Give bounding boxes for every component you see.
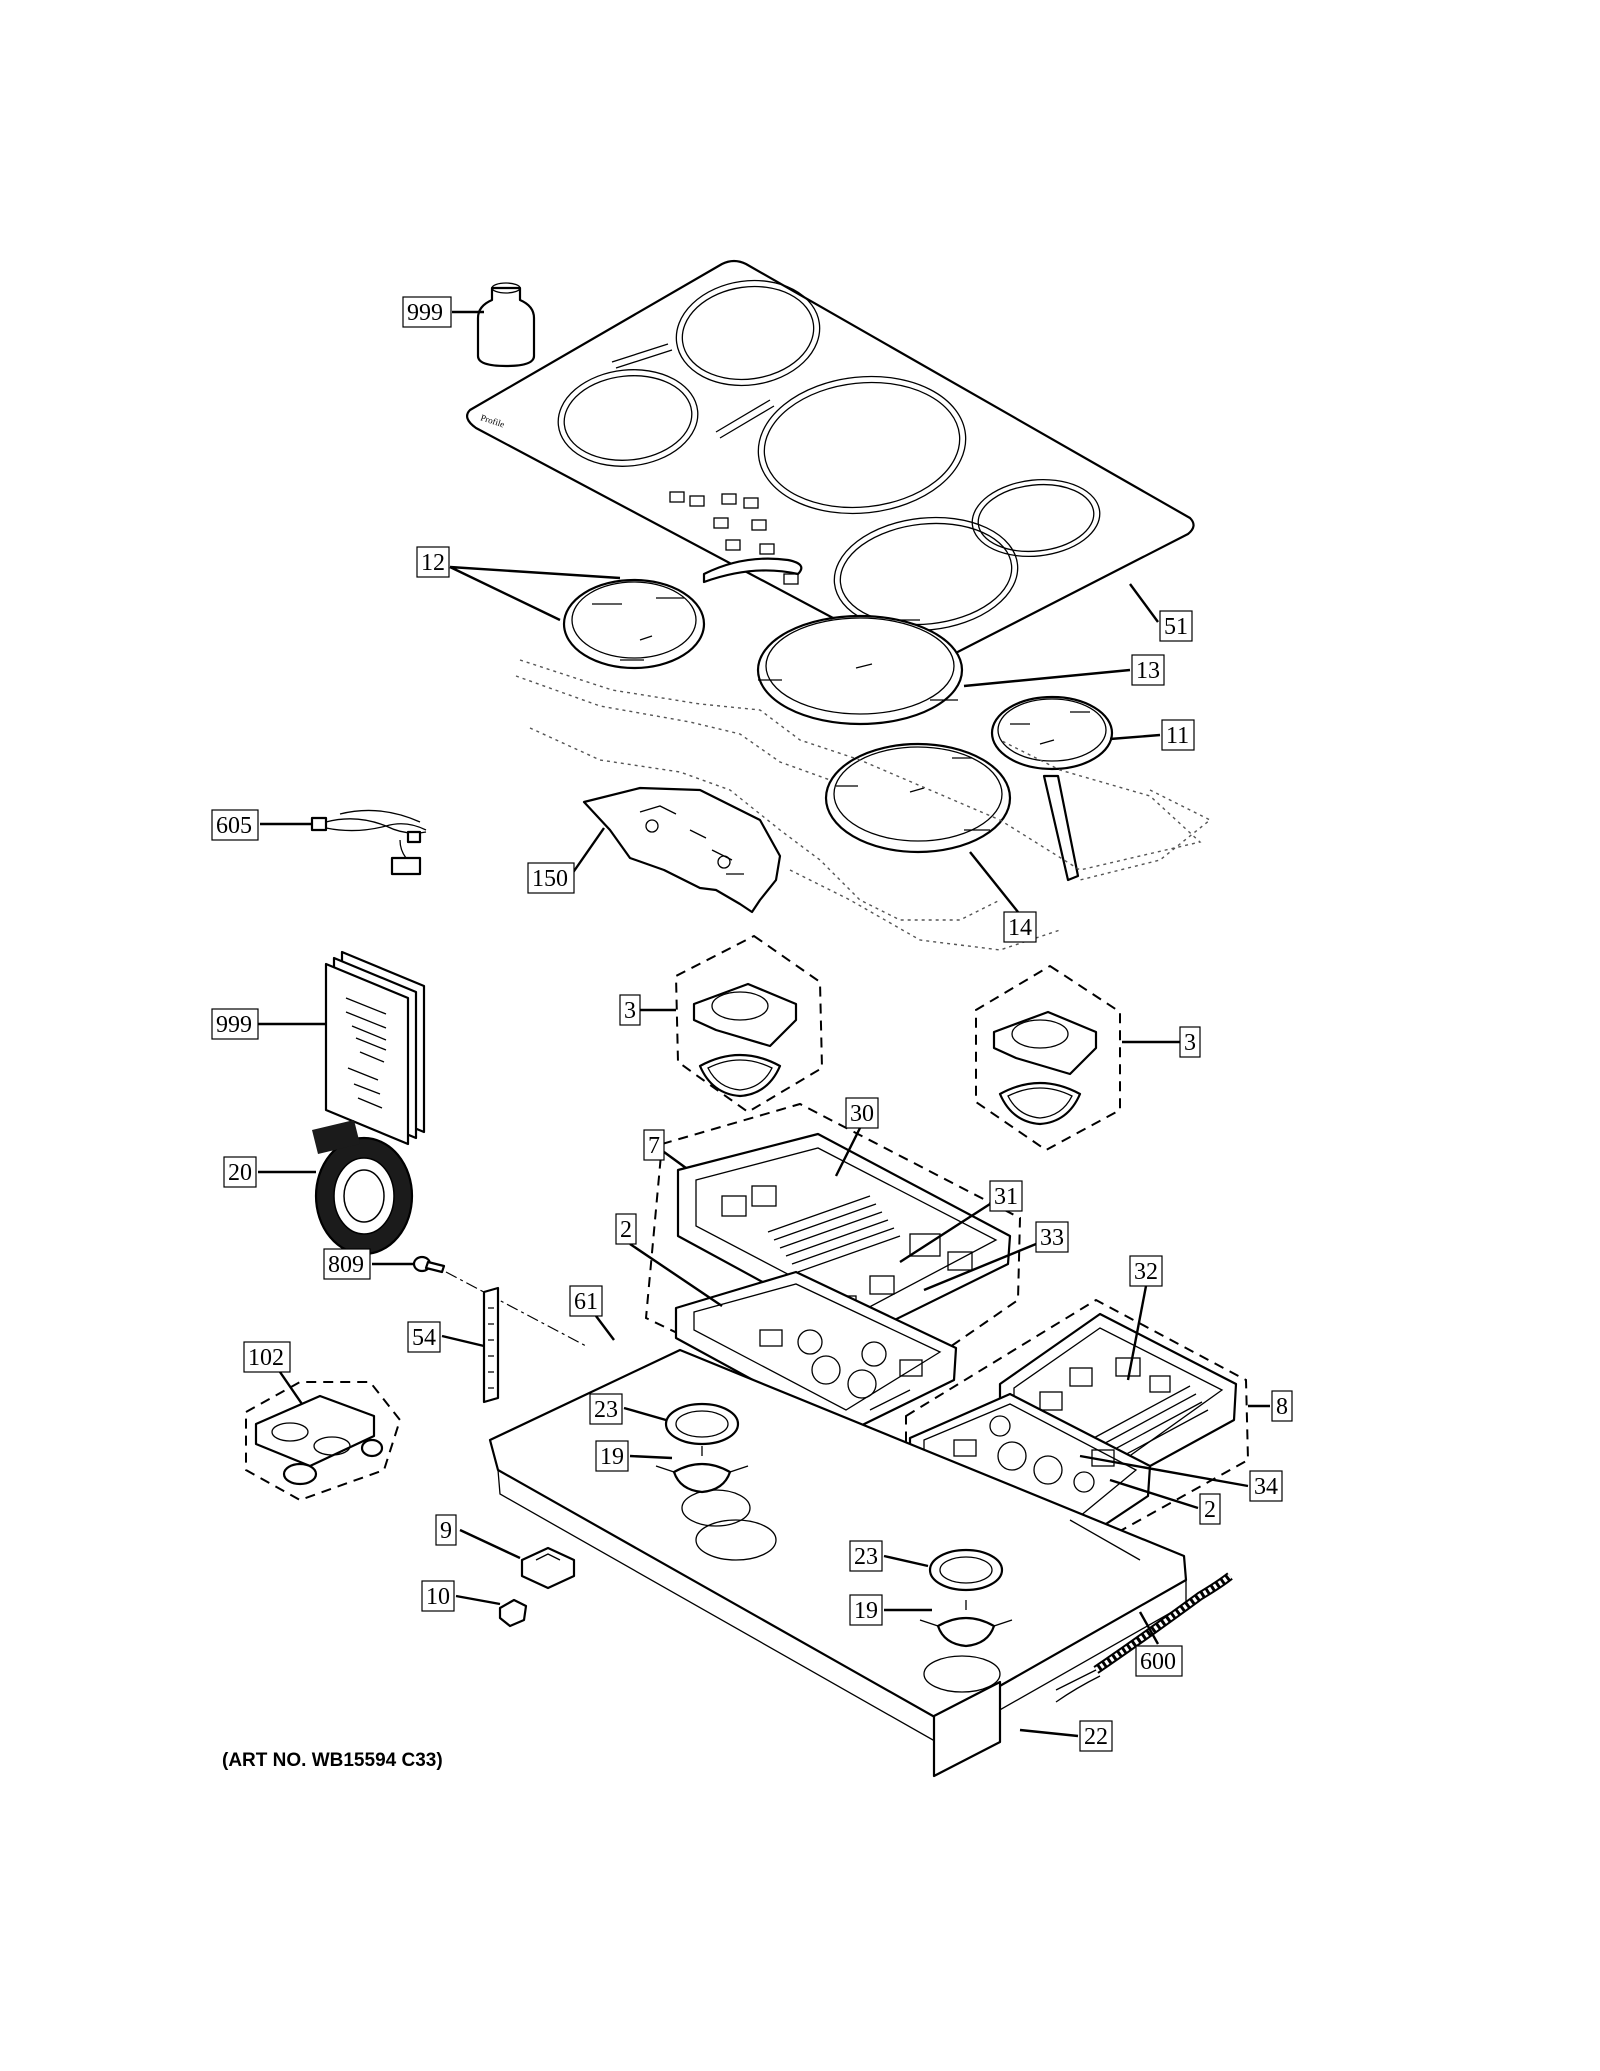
element-assembly-12[interactable] (562, 557, 803, 670)
spider-part-a[interactable] (655, 1446, 749, 1494)
cleaner-bottle-part[interactable] (476, 282, 536, 368)
callout-2-bottom[interactable]: 2 (1199, 1493, 1221, 1525)
svg-text:30: 30 (850, 1101, 874, 1127)
svg-text:999: 999 (216, 1012, 252, 1038)
callout-3-right[interactable]: 3 (1179, 1026, 1201, 1058)
callout-150[interactable]: 150 (527, 862, 575, 894)
gasket-part-a[interactable] (664, 1402, 740, 1446)
callout-12[interactable]: 12 (416, 546, 450, 578)
element-assembly-11[interactable] (990, 695, 1114, 882)
svg-text:809: 809 (328, 1252, 364, 1278)
svg-text:51: 51 (1164, 614, 1188, 640)
callout-809[interactable]: 809 (323, 1248, 371, 1280)
svg-text:3: 3 (1184, 1030, 1196, 1056)
bottom-pan-part[interactable] (488, 1348, 1188, 1745)
callout-23-b[interactable]: 23 (849, 1540, 883, 1572)
callout-34[interactable]: 34 (1249, 1470, 1283, 1502)
svg-text:19: 19 (600, 1444, 624, 1470)
callout-19-b[interactable]: 19 (849, 1594, 883, 1626)
foam-tape-roll-part[interactable] (312, 1120, 414, 1256)
inductor-assembly-left[interactable] (674, 934, 824, 1114)
ground-strap-part[interactable] (482, 1286, 500, 1404)
svg-text:54: 54 (412, 1325, 436, 1351)
svg-text:3: 3 (624, 998, 636, 1024)
callout-8[interactable]: 8 (1271, 1390, 1293, 1422)
svg-text:32: 32 (1134, 1259, 1158, 1285)
svg-text:61: 61 (574, 1289, 598, 1315)
svg-text:9: 9 (440, 1518, 452, 1544)
callout-33[interactable]: 33 (1035, 1221, 1069, 1253)
inductor-assembly-right[interactable] (975, 964, 1121, 1152)
svg-text:2: 2 (1204, 1497, 1216, 1523)
assembly-path-line (445, 1271, 587, 1347)
callout-102[interactable]: 102 (243, 1341, 291, 1373)
screw-part[interactable] (412, 1255, 446, 1274)
svg-text:7: 7 (648, 1133, 660, 1159)
svg-text:23: 23 (854, 1544, 878, 1570)
svg-text:14: 14 (1008, 915, 1032, 941)
callout-3-left[interactable]: 3 (619, 994, 641, 1026)
glass-cooktop-part[interactable]: Profile (466, 259, 1195, 666)
gasket-part-b[interactable] (928, 1548, 1004, 1592)
bracket-part[interactable] (582, 786, 782, 914)
callout-999-bottle[interactable]: 999 (402, 296, 452, 328)
callout-2-top[interactable]: 2 (615, 1213, 637, 1245)
svg-text:20: 20 (228, 1160, 252, 1186)
svg-text:600: 600 (1140, 1649, 1176, 1675)
svg-text:19: 19 (854, 1598, 878, 1624)
svg-text:150: 150 (532, 866, 568, 892)
svg-text:102: 102 (248, 1345, 284, 1371)
kit-part-102[interactable] (245, 1381, 402, 1502)
svg-text:12: 12 (421, 550, 445, 576)
svg-text:10: 10 (426, 1584, 450, 1610)
callout-61[interactable]: 61 (569, 1285, 603, 1317)
power-module-assembly-7[interactable] (644, 1102, 1022, 1434)
wire-harness-part[interactable] (310, 809, 427, 876)
svg-text:23: 23 (594, 1397, 618, 1423)
svg-text:13: 13 (1136, 658, 1160, 684)
svg-text:31: 31 (994, 1184, 1018, 1210)
svg-text:8: 8 (1276, 1394, 1288, 1420)
touch-controls-graphic (669, 491, 799, 585)
callout-30[interactable]: 30 (845, 1097, 879, 1129)
callout-51[interactable]: 51 (1159, 610, 1193, 642)
label-part[interactable] (932, 1680, 1002, 1778)
art-number: (ART NO. WB15594 C33) (222, 1750, 443, 1771)
callout-11[interactable]: 11 (1161, 719, 1195, 751)
svg-text:999: 999 (407, 300, 443, 326)
callout-labels: 999 12 51 13 11 605 150 14 3 3 999 30 7 … (211, 296, 1293, 1752)
callout-600[interactable]: 600 (1135, 1645, 1183, 1677)
spider-part-b[interactable] (919, 1600, 1013, 1648)
callout-10[interactable]: 10 (421, 1580, 455, 1612)
callout-23-a[interactable]: 23 (589, 1393, 623, 1425)
conduit-part[interactable] (1055, 1572, 1233, 1703)
svg-text:22: 22 (1084, 1724, 1108, 1750)
svg-text:33: 33 (1040, 1225, 1064, 1251)
callout-19-a[interactable]: 19 (595, 1440, 629, 1472)
callout-32[interactable]: 32 (1129, 1255, 1163, 1287)
element-assembly-14[interactable] (824, 742, 1012, 854)
callout-9[interactable]: 9 (435, 1514, 457, 1546)
svg-text:605: 605 (216, 813, 252, 839)
callout-7[interactable]: 7 (643, 1129, 665, 1161)
callout-20[interactable]: 20 (223, 1156, 257, 1188)
callout-13[interactable]: 13 (1131, 654, 1165, 686)
power-module-assembly-8[interactable] (905, 1298, 1250, 1550)
callout-605[interactable]: 605 (211, 809, 259, 841)
svg-text:34: 34 (1254, 1474, 1278, 1500)
clip-part-9[interactable] (520, 1546, 576, 1590)
svg-text:2: 2 (620, 1217, 632, 1243)
callout-22[interactable]: 22 (1079, 1720, 1113, 1752)
callout-999-manual[interactable]: 999 (211, 1008, 259, 1040)
element-assembly-13[interactable] (756, 614, 964, 726)
callout-54[interactable]: 54 (407, 1321, 441, 1353)
callout-14[interactable]: 14 (1003, 911, 1037, 943)
leader-lines (258, 310, 1270, 1738)
owners-manual-part[interactable] (324, 950, 426, 1146)
clip-part-10[interactable] (498, 1598, 528, 1628)
callout-31[interactable]: 31 (989, 1180, 1023, 1212)
support-frame-outline (515, 659, 1212, 951)
svg-text:11: 11 (1166, 723, 1189, 749)
